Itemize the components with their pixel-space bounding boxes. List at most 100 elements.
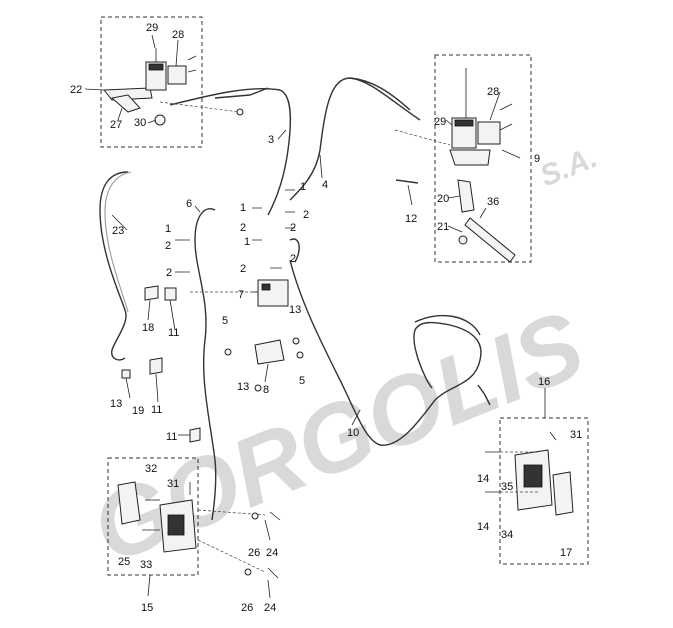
callout-9: 9 bbox=[534, 153, 540, 165]
callout-16: 16 bbox=[538, 376, 550, 388]
junction-port bbox=[261, 283, 271, 291]
callout-6: 6 bbox=[186, 198, 192, 210]
reservoir-cap bbox=[148, 63, 164, 71]
pad-17 bbox=[552, 471, 574, 516]
brake-line-12 bbox=[395, 179, 419, 184]
brake-hose-10-loop bbox=[414, 314, 481, 336]
clamp-28 bbox=[167, 65, 187, 85]
junction-block bbox=[175, 189, 304, 392]
callout-28-front: 28 bbox=[487, 86, 499, 98]
switch-30 bbox=[154, 114, 166, 126]
callout-31-left: 31 bbox=[167, 478, 179, 490]
pad-25 bbox=[117, 481, 141, 525]
callout-24-upper: 24 bbox=[266, 547, 278, 559]
rear-master-cylinder bbox=[102, 48, 244, 126]
mount-line bbox=[159, 101, 241, 113]
callout-13-a: 13 bbox=[289, 304, 301, 316]
lever-36 bbox=[464, 217, 516, 263]
brake-hose-6 bbox=[194, 208, 217, 521]
part-20 bbox=[457, 179, 475, 213]
callout-28-rear: 28 bbox=[172, 29, 184, 41]
washer-26-upper bbox=[251, 512, 259, 520]
watermark-suffix: S.A. bbox=[535, 141, 601, 193]
callout-26-upper: 26 bbox=[248, 547, 260, 559]
callout-35: 35 bbox=[501, 481, 513, 493]
brake-hose-10-end bbox=[477, 384, 491, 406]
callout-5-a: 5 bbox=[222, 315, 228, 327]
nut-13-lower bbox=[254, 384, 262, 392]
callout-22: 22 bbox=[70, 84, 82, 96]
right-caliper-piston bbox=[523, 464, 543, 488]
pivot-21 bbox=[458, 235, 468, 245]
brake-hose-center bbox=[289, 238, 300, 263]
right-caliper bbox=[485, 431, 574, 516]
washer-26-lower bbox=[244, 568, 252, 576]
callout-1-d: 1 bbox=[165, 223, 171, 235]
callout-2-e: 2 bbox=[165, 240, 171, 252]
rear-master-cylinder-box bbox=[100, 16, 203, 148]
callout-33: 33 bbox=[140, 559, 152, 571]
callout-21: 21 bbox=[437, 221, 449, 233]
bolts-right bbox=[285, 189, 295, 229]
left-caliper bbox=[117, 481, 281, 579]
callout-labels: 29 28 22 27 30 3 4 28 29 9 20 21 36 12 1… bbox=[70, 22, 582, 614]
callout-26-lower: 26 bbox=[241, 602, 253, 614]
bolts-28-front bbox=[499, 103, 513, 131]
master-body bbox=[449, 149, 491, 166]
callout-2-b: 2 bbox=[240, 222, 246, 234]
bolts-28 bbox=[187, 55, 197, 73]
callout-17: 17 bbox=[560, 547, 572, 559]
nut-13-left bbox=[121, 369, 131, 379]
callout-4: 4 bbox=[322, 179, 328, 191]
callout-5-b: 5 bbox=[299, 375, 305, 387]
callout-18: 18 bbox=[142, 322, 154, 334]
callout-1-b: 1 bbox=[240, 202, 246, 214]
bolt-24-lower bbox=[267, 567, 279, 579]
callout-2-a: 2 bbox=[303, 209, 309, 221]
leader-lines bbox=[84, 34, 546, 599]
brake-hose-23-inner bbox=[104, 171, 132, 313]
callout-10: 10 bbox=[347, 427, 359, 439]
callout-1-c: 1 bbox=[244, 236, 250, 248]
bracket-8 bbox=[254, 339, 285, 365]
nut-13 bbox=[292, 337, 300, 345]
brake-hose-10 bbox=[289, 259, 482, 446]
callout-23: 23 bbox=[112, 225, 124, 237]
callout-30: 30 bbox=[134, 117, 146, 129]
clip-11-c bbox=[189, 427, 201, 443]
callout-20: 20 bbox=[437, 193, 449, 205]
clips bbox=[121, 285, 201, 443]
brake-hose-3 bbox=[169, 87, 292, 216]
left-caliper-box bbox=[107, 457, 199, 576]
callout-19: 19 bbox=[132, 405, 144, 417]
callout-27: 27 bbox=[110, 119, 122, 131]
brake-lines bbox=[99, 77, 491, 521]
callout-11-c: 11 bbox=[166, 431, 177, 443]
reservoir-cap-front bbox=[454, 119, 474, 127]
callout-3: 3 bbox=[268, 134, 274, 146]
brake-hose-3-upper bbox=[214, 87, 269, 99]
brake-hose-4 bbox=[289, 77, 421, 201]
callout-31-right: 31 bbox=[570, 429, 582, 441]
callout-2-g: 2 bbox=[290, 253, 296, 265]
banjo-bolt bbox=[236, 108, 244, 116]
brake-hose-23 bbox=[99, 171, 129, 361]
callout-13-c: 13 bbox=[110, 398, 122, 410]
bolt-5-right bbox=[296, 351, 304, 359]
callout-8: 8 bbox=[263, 384, 269, 396]
clip-18 bbox=[144, 285, 159, 301]
callout-36: 36 bbox=[487, 196, 499, 208]
bolt-5-left bbox=[224, 348, 232, 356]
callout-11-a: 11 bbox=[168, 327, 179, 339]
caliper-piston bbox=[167, 514, 185, 536]
callout-11-b: 11 bbox=[151, 404, 162, 416]
bolt-24-upper bbox=[269, 511, 281, 521]
callout-14-upper: 14 bbox=[477, 473, 489, 485]
front-master-cylinder-box bbox=[434, 54, 532, 263]
brake-hose-4-top bbox=[349, 77, 411, 111]
callout-24-lower: 24 bbox=[264, 602, 276, 614]
callout-15: 15 bbox=[141, 602, 153, 614]
brake-lever-27 bbox=[110, 94, 141, 113]
